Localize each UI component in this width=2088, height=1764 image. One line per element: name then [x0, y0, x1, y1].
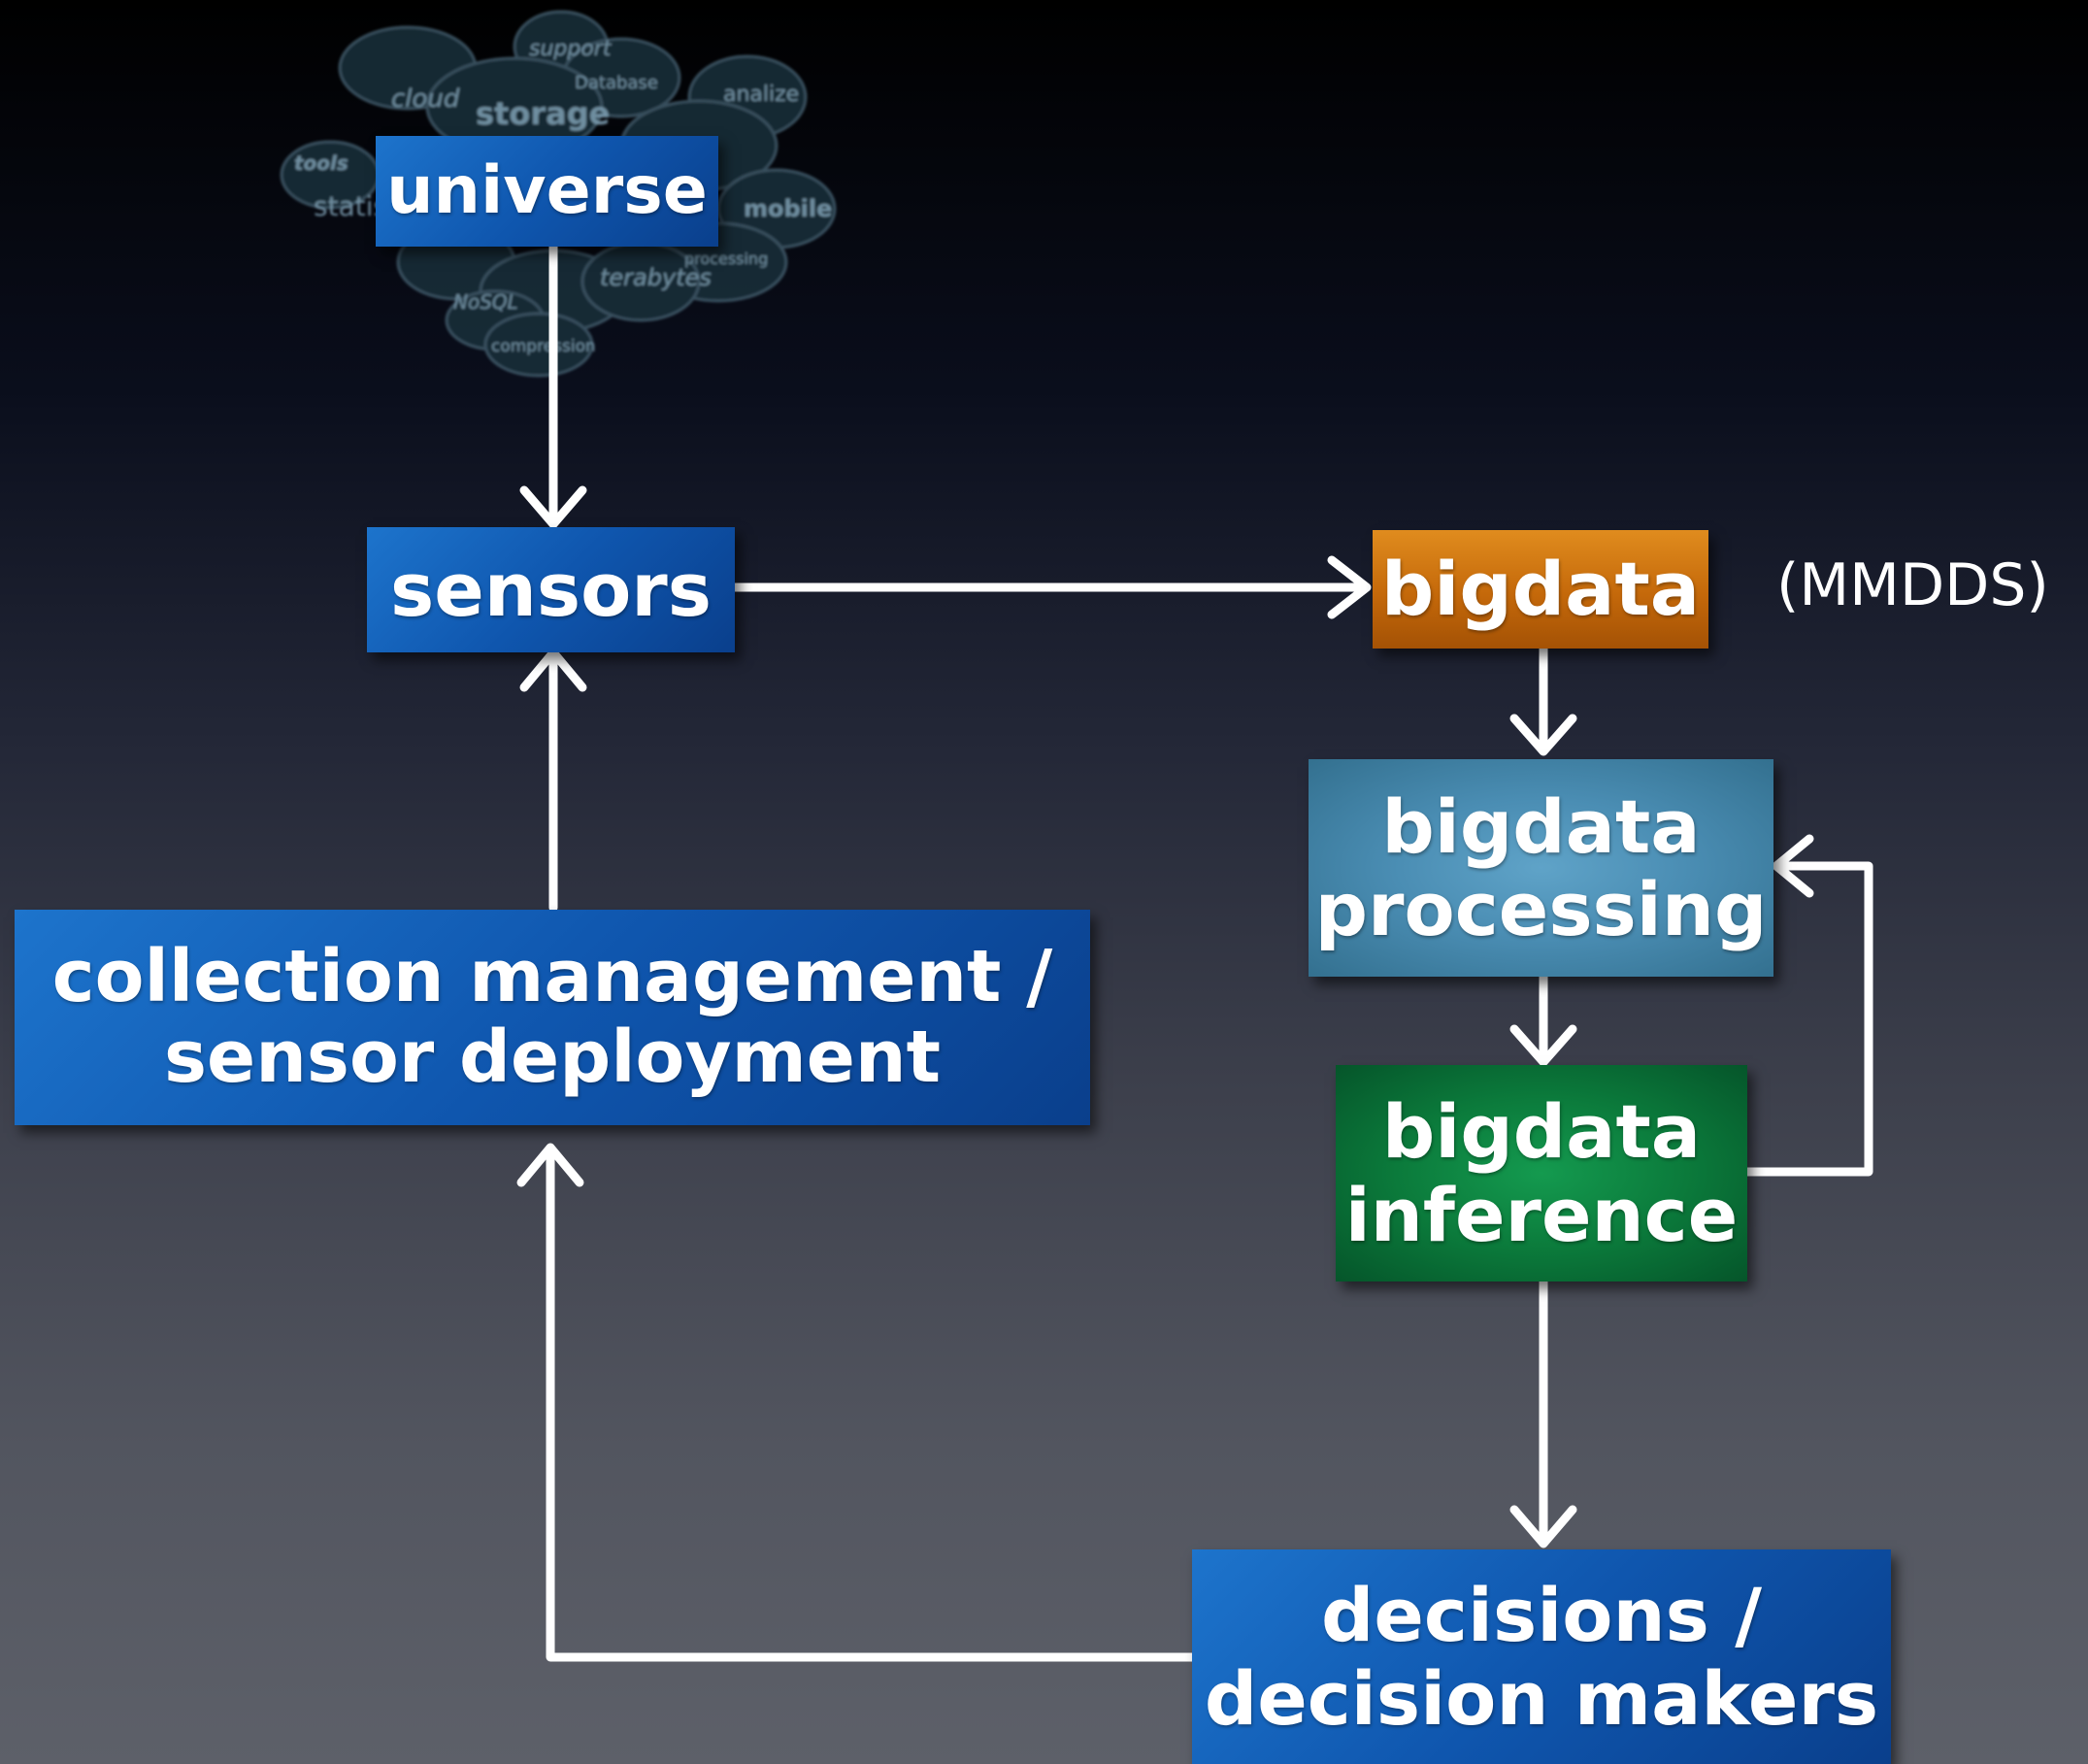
cloud-word: tools	[294, 151, 348, 175]
cloud-word: cloud	[391, 84, 460, 114]
arrow-universe-to-sensors	[519, 238, 587, 529]
cloud-word: NoSQL	[453, 290, 518, 314]
sensors-node: sensors	[367, 527, 735, 652]
cloud-word: Database	[575, 73, 658, 93]
bigdata-node: bigdata	[1373, 530, 1708, 649]
cloud-word: analize	[723, 83, 799, 107]
arrow-sensors-to-bigdata	[730, 555, 1372, 619]
collection-management-label-line1: collection management /	[51, 935, 1053, 1019]
bigdata-processing-node: bigdata processing	[1309, 759, 1773, 977]
collection-management-node: collection management / sensor deploymen…	[15, 910, 1090, 1125]
collection-management-label-line2: sensor deployment	[164, 1015, 941, 1099]
cloud-word: support	[529, 37, 613, 61]
arrow-processing-to-inference	[1509, 972, 1577, 1067]
cloud-word: terabytes	[600, 264, 712, 291]
arrow-inference-to-processing	[1742, 834, 1873, 1177]
bigdata-inference-label-line2: inference	[1344, 1171, 1739, 1258]
bigdata-inference-node: bigdata inference	[1336, 1065, 1747, 1281]
bigdata-processing-label-line1: bigdata	[1381, 782, 1701, 870]
arrow-collection-to-sensors	[519, 648, 587, 913]
cloud-word: storage	[476, 95, 610, 132]
universe-label: universe	[386, 151, 708, 229]
bigdata-inference-label-line1: bigdata	[1381, 1088, 1702, 1176]
cloud-word: mobile	[744, 195, 832, 222]
cloud-word: compression	[491, 337, 596, 356]
cloud-word: processing	[684, 250, 768, 268]
arrow-inference-to-decisions	[1509, 1277, 1577, 1548]
bigdata-note: (MMDDS)	[1776, 551, 2049, 619]
arrow-decisions-to-collection	[516, 1143, 1197, 1662]
decisions-label-line1: decisions /	[1320, 1572, 1763, 1659]
bigdata-processing-label-line2: processing	[1314, 866, 1768, 952]
decisions-node: decisions / decision makers	[1192, 1549, 1891, 1764]
arrow-bigdata-to-processing	[1509, 644, 1577, 756]
decisions-label-line2: decision makers	[1204, 1654, 1879, 1742]
sensors-label: sensors	[389, 546, 713, 633]
universe-node: universe	[376, 136, 718, 247]
bigdata-label: bigdata	[1380, 546, 1701, 633]
cloud-word: statis	[314, 190, 387, 222]
